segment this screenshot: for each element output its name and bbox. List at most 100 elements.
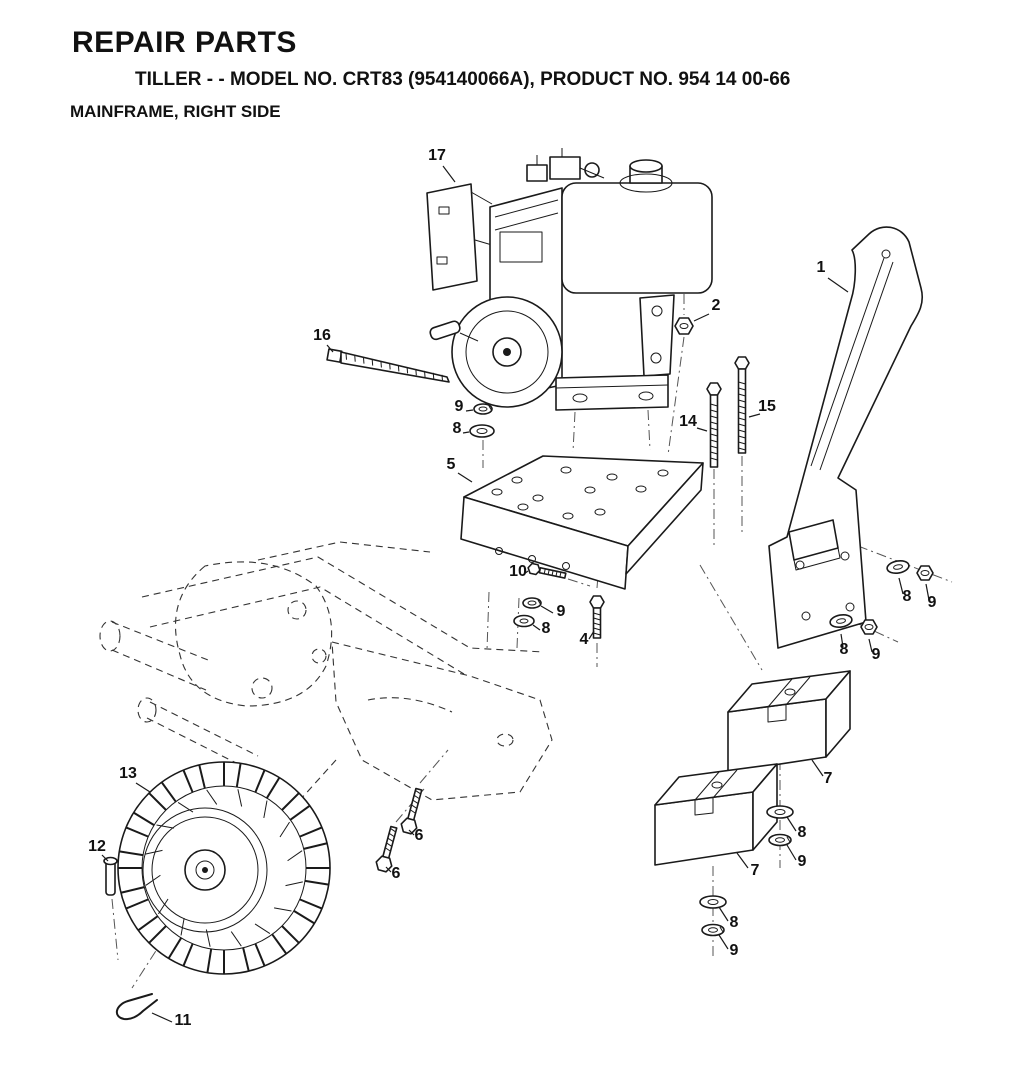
callout-leader [898,577,904,595]
spacer-block-left [654,763,778,866]
flat-washer-8d [829,613,853,629]
callout-leader [462,431,470,434]
callout-leader [840,633,844,648]
engine-label-plate [499,231,543,263]
flat-washer-8f [699,895,727,909]
callout-leader [385,866,392,873]
callout-leader [827,277,849,293]
callout-leader [718,934,729,950]
rim-edge [151,816,259,924]
part-callout-8: 8 [453,420,462,437]
spacer-block-right [727,670,851,773]
part-callout-8: 8 [730,914,739,931]
hub-center [202,867,208,873]
callout-leader [408,829,415,836]
callout-leader [696,427,708,432]
flat-washer-8a [469,424,495,438]
part-callout-15: 15 [758,398,776,415]
part-callout-1: 1 [817,259,826,276]
wheel [117,761,331,975]
callout-leader [465,409,474,412]
model-line: TILLER - - MODEL NO. CRT83 (954140066A),… [135,69,791,90]
part-callout-8: 8 [542,620,551,637]
callout-leader [588,630,595,640]
part-callout-9: 9 [455,398,464,415]
part-callout-9: 9 [730,942,739,959]
callout-leader [101,854,109,862]
part-callout-14: 14 [679,413,697,430]
part-callout-6: 6 [415,827,424,844]
callout-leader [540,605,554,614]
nut-9c [916,565,934,581]
bolt-15 [734,356,750,454]
flat-washer-8b [513,614,535,628]
flat-washer-8c [886,559,910,575]
cable-tie [326,348,450,383]
callout-leader [442,165,456,183]
part-callout-7: 7 [824,770,833,787]
part-callout-9: 9 [928,594,937,611]
part-callout-16: 16 [313,327,331,344]
cooling-fins [494,199,559,231]
part-callout-7: 7 [751,862,760,879]
nut-2 [674,317,694,335]
part-callout-4: 4 [580,631,589,648]
part-callout-17: 17 [428,147,446,164]
page-title: REPAIR PARTS [72,26,297,59]
handle-bracket [768,226,924,649]
part-callout-8: 8 [903,588,912,605]
lock-washer-9e [768,833,792,847]
nut-9d [860,619,878,635]
muffler [426,183,493,291]
callout-leader [693,313,710,322]
lock-washer-9a [473,403,493,415]
callout-leader [523,570,529,575]
callout-leader [748,413,761,418]
section-title: MAINFRAME, RIGHT SIDE [70,102,281,121]
part-callout-9: 9 [872,646,881,663]
callout-leader [457,472,473,483]
callout-leader [718,906,729,922]
hardware [326,317,934,937]
callout-leader [786,816,797,832]
engine-base [555,374,669,411]
part-callout-11: 11 [175,1012,192,1029]
part-callout-5: 5 [447,456,456,473]
part-callout-9: 9 [798,853,807,870]
bolt-6a [400,787,423,835]
part-callout-12: 12 [88,838,106,855]
part-callout-10: 10 [509,563,527,580]
callout-leader [135,782,151,793]
flat-washer-8e [766,805,794,819]
bolt-6b [375,825,398,873]
bracket-spacer-block [788,519,841,571]
starter-handle [429,320,461,341]
carburetor [526,148,605,182]
engine-mount-bracket [639,294,675,377]
callout-leader [811,759,824,777]
lock-washer-9b [522,597,542,609]
callout-leader [736,852,749,869]
part-callout-13: 13 [119,765,137,782]
callout-leader [786,844,797,861]
part-callout-8: 8 [840,641,849,658]
mounting-plate [460,455,704,590]
lock-washer-9f [701,923,725,937]
callout-leader [868,638,873,653]
engine-assembly [426,148,713,411]
part-callout-2: 2 [712,297,721,314]
callout-leader [151,1012,173,1023]
screw-10 [527,562,567,579]
clevis-pin [103,856,118,896]
callout-leader [326,344,334,353]
tine-assembly-phantom [99,541,553,801]
page-header: REPAIR PARTS TILLER - - MODEL NO. CRT83 … [0,0,1024,122]
tire-sidewall [142,807,268,933]
cotter-pin [116,993,158,1021]
bolt-4 [589,595,605,639]
callout-leader [532,624,541,631]
recoil-starter [429,296,563,408]
hub-bore [195,860,215,880]
